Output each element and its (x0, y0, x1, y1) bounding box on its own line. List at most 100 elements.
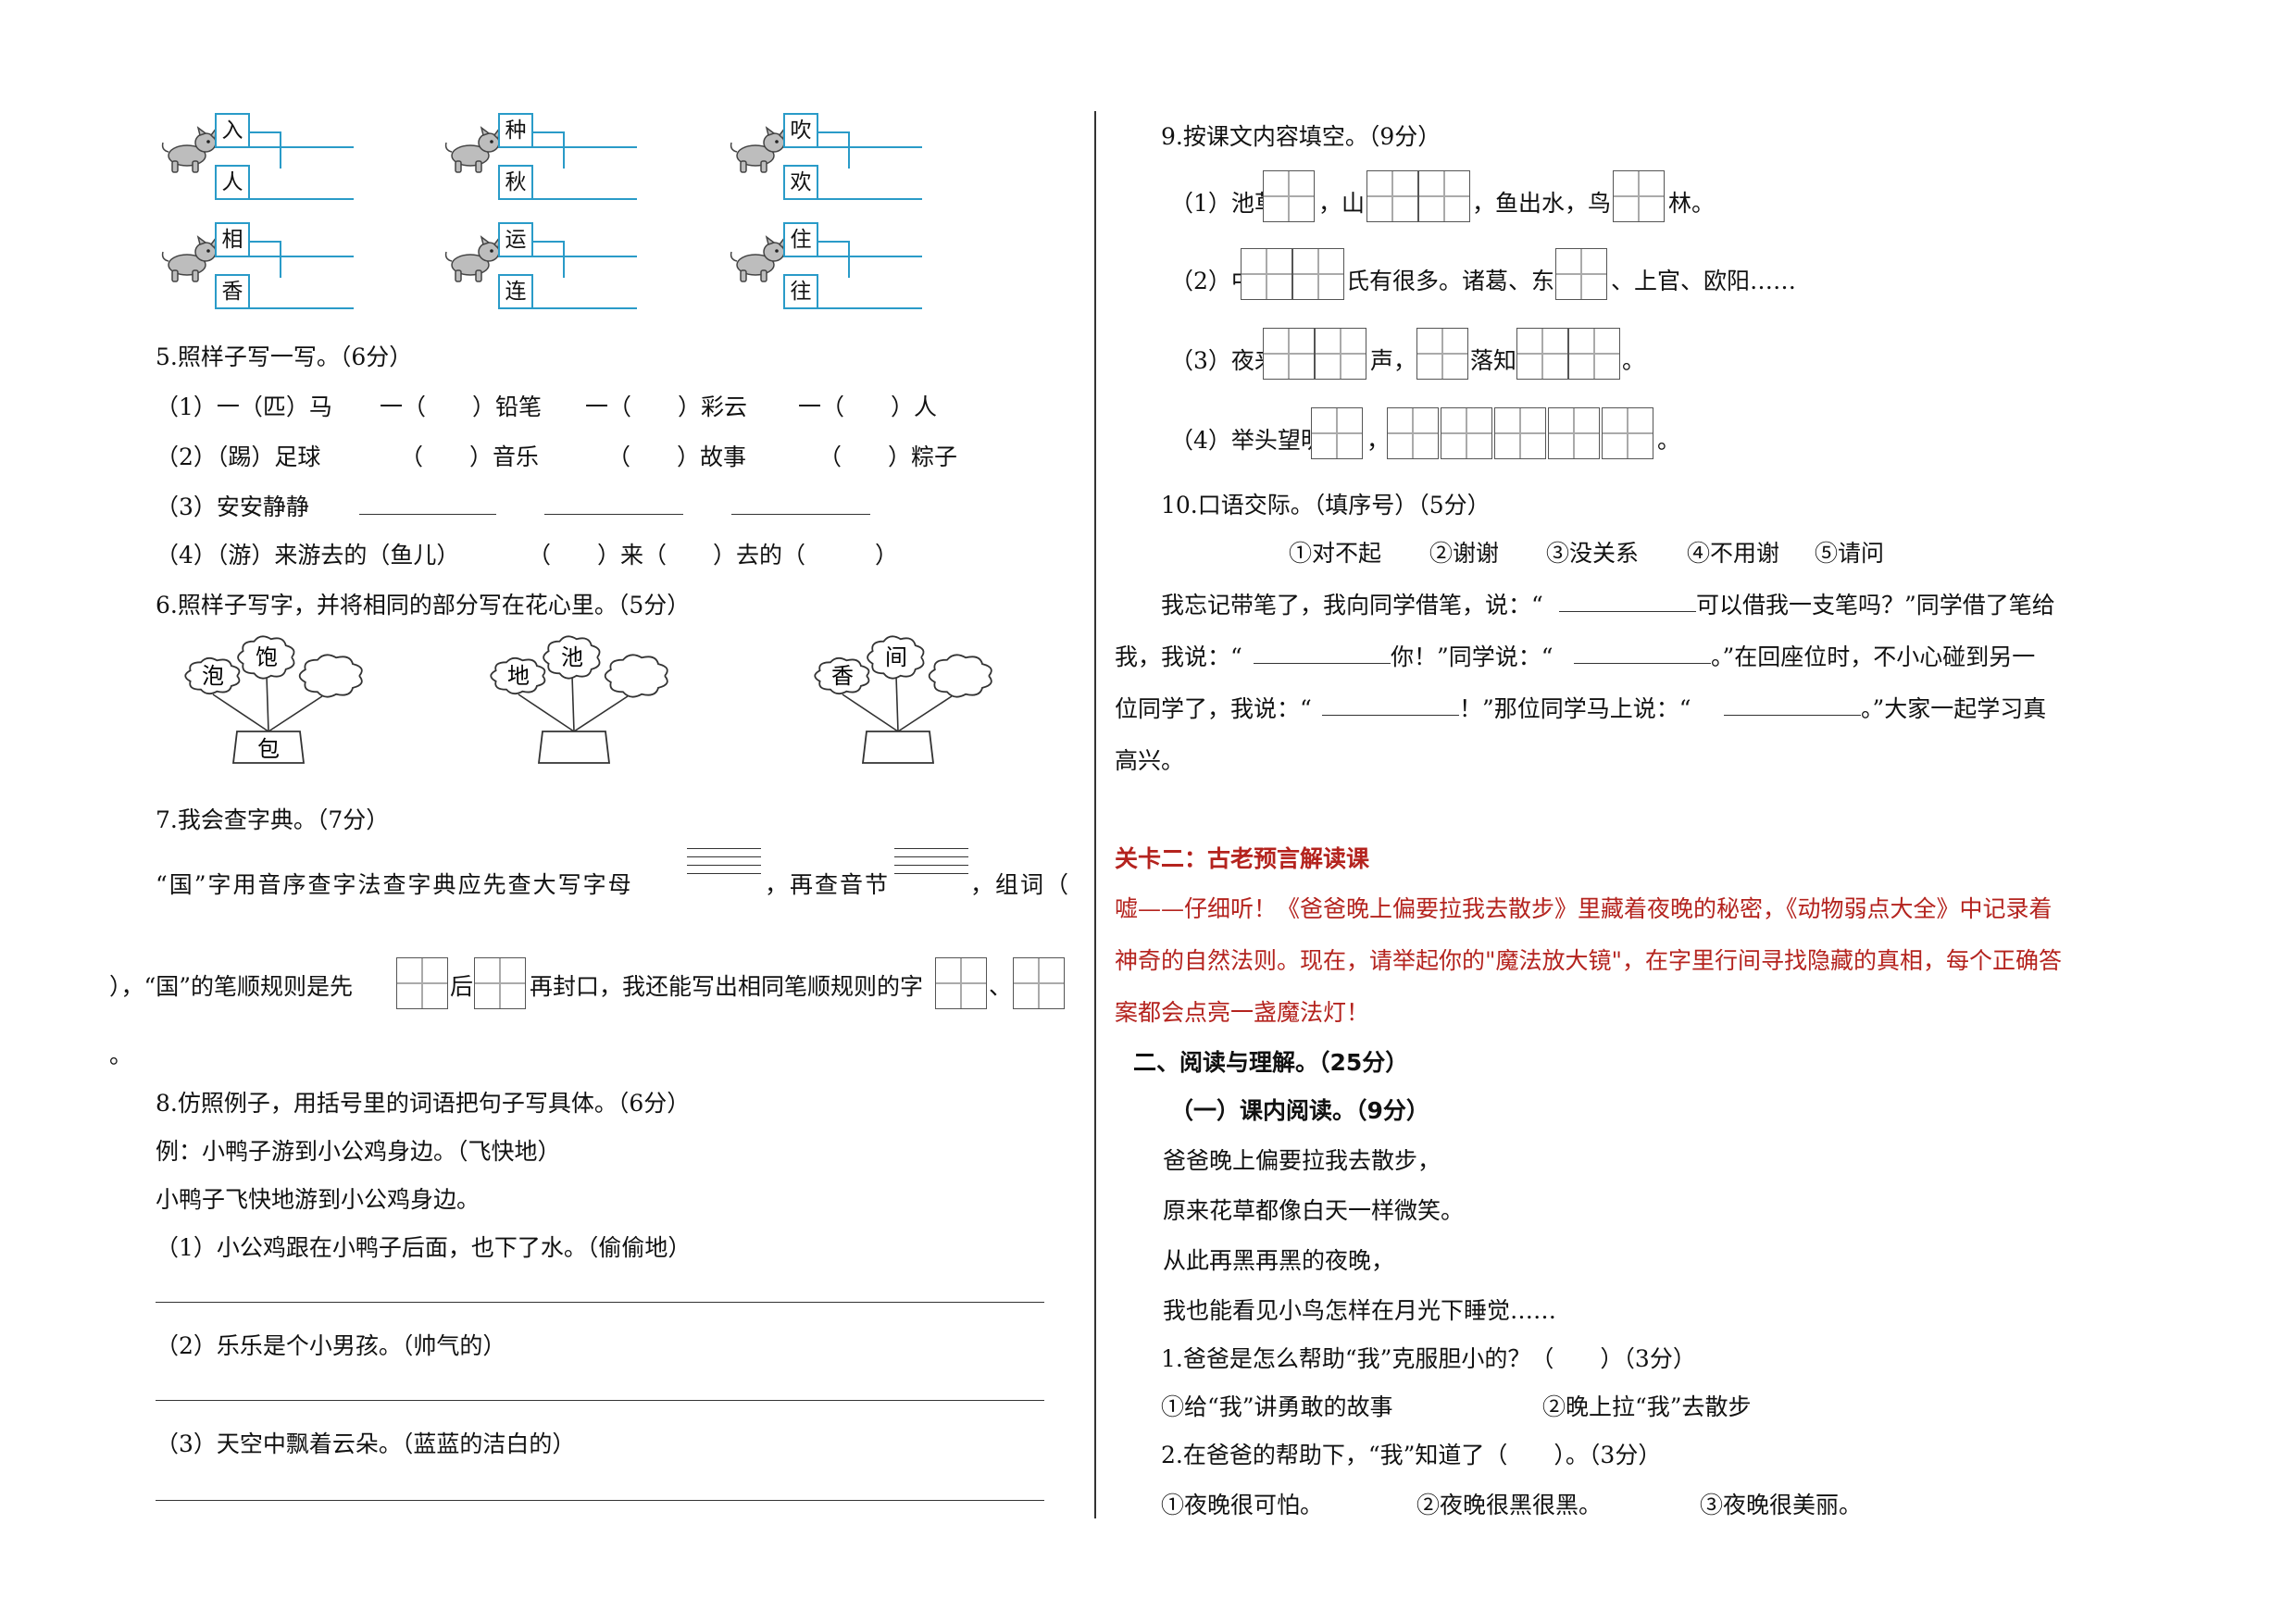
flower-char: 间 (885, 644, 907, 670)
q5-r3-blank-3[interactable] (731, 514, 870, 515)
level2-intro-3: 案都会点亮一盏魔法灯！ (1115, 999, 1370, 1026)
q7-line2c: 再封口，我还能写出相同笔顺规则的字 (530, 973, 924, 1000)
q10-blank-5[interactable] (1724, 715, 1861, 716)
q8-answer-line-1[interactable] (156, 1302, 1044, 1303)
q9-box[interactable] (1441, 407, 1492, 459)
character-box: 种 (498, 113, 533, 148)
q9-box[interactable] (1366, 170, 1418, 222)
connector-line (280, 241, 281, 278)
q9-box[interactable] (1494, 407, 1546, 459)
q10-blank-2[interactable] (1254, 663, 1391, 664)
connector-line (848, 131, 850, 169)
q7-stroke-box-2[interactable] (474, 957, 526, 1009)
q9-box[interactable] (1416, 328, 1468, 380)
q9-l1-b: ，山 (1318, 190, 1366, 217)
q9-box[interactable] (1568, 328, 1620, 380)
word-blank[interactable] (533, 307, 637, 309)
word-blank[interactable] (533, 256, 637, 257)
word-blank[interactable] (250, 198, 354, 200)
q10-p3b: ！”那位同学马上说：“ (1459, 695, 1691, 722)
q9-box[interactable] (1418, 170, 1470, 222)
flower-petal[interactable] (298, 654, 363, 698)
q10-p3c: 。”大家一起学习真 (1861, 695, 2047, 722)
word-blank[interactable] (250, 256, 354, 257)
q9-box[interactable] (1602, 407, 1653, 459)
flower-petal[interactable] (237, 635, 295, 680)
character-box: 运 (498, 222, 533, 257)
q9-box[interactable] (1263, 328, 1315, 380)
q5-r1-c3: 一（ ）彩云 (585, 394, 748, 420)
word-blank[interactable] (818, 198, 922, 200)
q9-box[interactable] (1548, 407, 1600, 459)
q7-char-box-1[interactable] (935, 957, 987, 1009)
q8-example: 例：小鸭子游到小公鸡身边。（飞快地） (156, 1138, 561, 1165)
q9-l1-a: （1）池草 (1170, 190, 1278, 217)
q10-blank-4[interactable] (1322, 715, 1459, 716)
q9-box[interactable] (1315, 328, 1366, 380)
q8-sentence-1: （1）小公鸡跟在小鸭子后面，也下了水。（偷偷地） (156, 1234, 692, 1261)
q5-r2-c4: （ ）粽子 (818, 443, 958, 470)
q9-l3-c: 落知 (1470, 347, 1517, 374)
q7-syllable-blank[interactable] (894, 848, 968, 876)
flower-pot[interactable] (861, 731, 935, 764)
q9-l3-a: （3）夜来 (1170, 347, 1278, 374)
q9-box[interactable] (1241, 248, 1292, 300)
dog-icon (443, 124, 504, 176)
connector-line (250, 131, 281, 133)
flower-petal[interactable] (928, 654, 992, 698)
flower-petal[interactable] (543, 635, 601, 680)
word-blank[interactable] (250, 146, 354, 148)
flower-stem (573, 695, 629, 732)
flower-petal[interactable] (490, 656, 546, 695)
character-box: 连 (498, 274, 533, 309)
flower-pot[interactable] (537, 731, 611, 764)
reading-title: 二、阅读与理解。（25分） (1133, 1049, 1409, 1076)
q5-r3-blank-2[interactable] (544, 514, 683, 515)
q9-box[interactable] (1555, 248, 1607, 300)
q8-answer-line-3[interactable] (156, 1500, 1044, 1501)
flower-stem (571, 675, 575, 732)
flower-char: 饱 (256, 644, 278, 670)
q10-blank-1[interactable] (1559, 611, 1696, 612)
connector-line (563, 131, 565, 169)
flower-petal[interactable] (184, 656, 241, 695)
q8-sentence-2: （2）乐乐是个小男孩。（帅气的） (156, 1332, 506, 1359)
flower-pot[interactable] (231, 731, 306, 764)
word-blank[interactable] (250, 307, 354, 309)
q9-l3-b: 声， (1370, 347, 1417, 374)
word-blank[interactable] (818, 146, 922, 148)
q7-letter-blank[interactable] (687, 848, 761, 876)
q9-box[interactable] (1516, 328, 1568, 380)
q9-box[interactable] (1387, 407, 1439, 459)
word-blank[interactable] (533, 146, 637, 148)
q8-example-answer: 小鸭子飞快地游到小公鸡身边。 (156, 1186, 480, 1213)
q9-box[interactable] (1263, 170, 1315, 222)
q10-blank-3[interactable] (1574, 663, 1711, 664)
level2-title: 关卡二：古老预言解读课 (1115, 845, 1370, 872)
word-blank[interactable] (818, 256, 922, 257)
character-box: 相 (215, 222, 250, 257)
q9-box[interactable] (1613, 170, 1665, 222)
character-box: 香 (215, 274, 250, 309)
q5-r3-blank-1[interactable] (359, 514, 496, 515)
q10-p2b: 你！”同学说：“ (1391, 643, 1554, 670)
character-box: 往 (783, 274, 818, 309)
q9-box[interactable] (1292, 248, 1344, 300)
q9-l1-d: 林。 (1668, 190, 1716, 217)
flower-char: 地 (507, 663, 530, 689)
flower-petal[interactable] (814, 656, 870, 695)
q9-box[interactable] (1311, 407, 1363, 459)
flower-petal[interactable] (867, 635, 925, 680)
q7-stroke-box-1[interactable] (396, 957, 448, 1009)
q5-r2-c3: （ ）故事 (607, 443, 747, 470)
word-blank[interactable] (818, 307, 922, 309)
word-blank[interactable] (533, 198, 637, 200)
connector-line (848, 241, 850, 278)
q7-line2d: 、 (989, 973, 1013, 1000)
q7-char-box-2[interactable] (1013, 957, 1065, 1009)
q8-answer-line-2[interactable] (156, 1400, 1044, 1401)
flower-petal[interactable] (604, 654, 668, 698)
q10-option: ④不用谢 (1687, 540, 1780, 567)
flower-stem (895, 675, 899, 732)
